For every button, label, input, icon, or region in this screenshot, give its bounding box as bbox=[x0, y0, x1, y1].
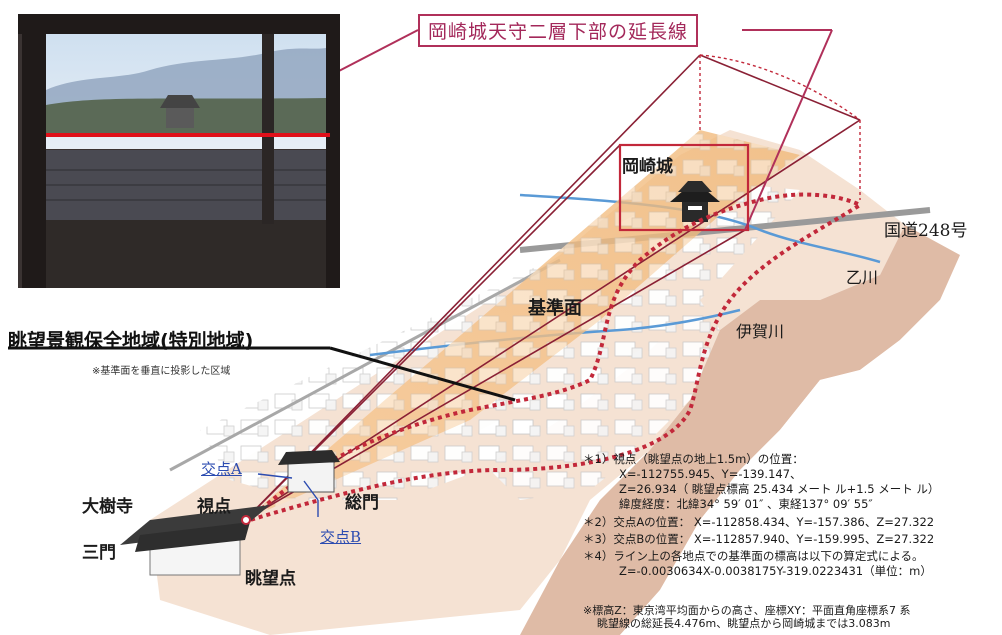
area-leader bbox=[8, 346, 516, 402]
label-daijuji: 大樹寺 bbox=[82, 497, 133, 517]
reference-plane bbox=[245, 130, 800, 520]
somon-building bbox=[278, 450, 340, 493]
label-viewpoint: 視点 bbox=[197, 497, 231, 517]
note-1-xy: X=-112755.945、Y=-139.147、 bbox=[619, 467, 802, 481]
castle-frame bbox=[618, 143, 750, 232]
photo-inset bbox=[18, 14, 340, 288]
label-point-b: 交点B bbox=[320, 528, 362, 546]
note-4: ＊4）ライン上の各地点での基準面の標高は以下の算定式による。 bbox=[583, 549, 924, 563]
footnote-line2: 眺望線の総延長4.476m、眺望点から岡崎城までは3.083m bbox=[597, 617, 891, 630]
conservation-outline bbox=[248, 192, 865, 522]
footnote: ※標高Z：東京湾平均面からの高さ、座標XY：平面直角座標系7 系 眺望線の総延長… bbox=[583, 604, 911, 630]
label-reference-plane: 基準面 bbox=[528, 298, 582, 319]
label-route248: 国道248号 bbox=[884, 221, 968, 241]
label-igagawa: 伊賀川 bbox=[736, 322, 785, 341]
notes-block: ＊1）視点（眺望点の地上1.5m）の位置： X=-112755.945、Y=-1… bbox=[583, 452, 939, 579]
viewpoint-marker bbox=[241, 515, 251, 525]
note-2: ＊2）交点Aの位置： X=-112858.434、Y=-157.386、Z=27… bbox=[583, 515, 935, 529]
note-3: ＊3）交点Bの位置： X=-112857.940、Y=-159.995、Z=27… bbox=[583, 532, 935, 546]
label-sanmon: 三門 bbox=[82, 543, 116, 563]
label-okazaki-castle: 岡崎城 bbox=[622, 157, 673, 177]
label-otogawa: 乙川 bbox=[846, 268, 879, 287]
label-view-point: 眺望点 bbox=[245, 569, 296, 589]
note-1-latlon: 緯度経度：北緯34° 59′ 01″ 、東経137° 09′ 55″ bbox=[619, 497, 873, 511]
terrain bbox=[150, 130, 1000, 635]
label-somon: 総門 bbox=[345, 493, 379, 513]
note-1-z: Z=26.934（ 眺望点標高 25.434 メート ル+1.5 メート ル） bbox=[619, 482, 940, 496]
point-leaders bbox=[257, 473, 319, 517]
footnote-line1: ※標高Z：東京湾平均面からの高さ、座標XY：平面直角座標系7 系 bbox=[583, 604, 911, 617]
area-note: ※基準面を垂直に投影した区域 bbox=[92, 366, 231, 377]
note-4-formula: Z=-0.0030634X-0.0038175Y-319.0223431（単位：… bbox=[619, 564, 932, 578]
title-box: 岡崎城天守二層下部の延長線 bbox=[418, 14, 699, 47]
area-label: 眺望景観保全地域(特別地域) bbox=[8, 330, 254, 352]
castle-icon bbox=[670, 181, 720, 222]
note-1-heading: ＊1）視点（眺望点の地上1.5m）の位置： bbox=[583, 452, 804, 466]
dotted-frame bbox=[699, 54, 861, 200]
label-point-a: 交点A bbox=[201, 460, 242, 478]
sanmon-building bbox=[120, 505, 270, 576]
